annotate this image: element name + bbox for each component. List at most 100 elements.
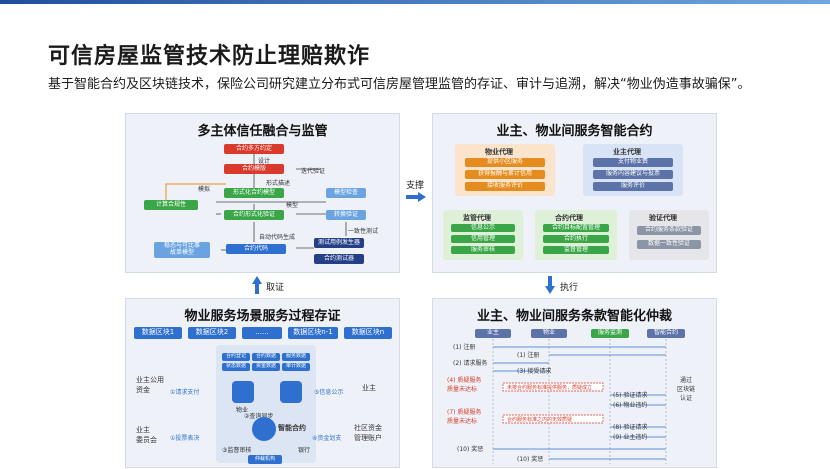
lane-property: 物业 <box>531 329 567 338</box>
box-convert-verify: 转换验证 <box>326 210 366 220</box>
note-2: 合约服务标准之内的无效质疑 <box>507 417 573 423</box>
step-3: (3) 接受请求 <box>517 368 552 375</box>
ca-item-1: 合约执行 <box>543 235 609 243</box>
support-arrow-icon <box>406 192 426 202</box>
supervise-agent-group: 监管代理 信息公示 信用管理 服务审核 <box>443 210 523 260</box>
lane-contract: 智能合约 <box>647 329 685 338</box>
pa-item-1: 获得报酬与累计信用 <box>465 170 545 179</box>
step-4: (4) 质疑服务 质量未达标 <box>447 377 482 393</box>
sync-label: ②查询同步 <box>244 413 274 420</box>
small-box-0: 合约登记 <box>222 353 250 361</box>
oa-item-0: 支付物业费 <box>593 158 673 167</box>
owner-agent-group: 业主代理 支付物业费 服务内容建议与投票 服务评价 <box>583 144 683 196</box>
verifier-box: 仲裁机构 <box>248 455 282 464</box>
lane-monitor: 服务监测 <box>591 329 629 338</box>
owner-committee-label: 业主 委员会 <box>136 426 157 444</box>
step-8: (8) 验证请求 <box>613 424 648 431</box>
page-subtitle: 基于智能合约及区块链技术，保险公司研究建立分布式可信房屋管理监管的存证、审计与追… <box>48 77 751 92</box>
label-model: 模型 <box>286 202 299 209</box>
smart-contract-node <box>252 417 276 441</box>
evidence-arrow-icon <box>252 276 262 294</box>
box-contract-template: 合约模版 <box>224 164 284 174</box>
ca-item-2: 监督管理 <box>543 246 609 254</box>
connector-support-label: 支撑 <box>406 181 425 191</box>
box-formal-verify: 合约形式化验证 <box>224 210 284 220</box>
panel-arbitration: 业主、物业间服务条款智能化仲裁 业主 物业 服务监测 智能合约 (1) 注册 (… <box>432 298 717 468</box>
step-6: (6) 物业违约 <box>613 402 648 409</box>
oa-item-2: 服务评价 <box>593 182 673 191</box>
label-formal-desc: 形式描述 <box>266 180 291 187</box>
ca-item-0: 合约目标配置管理 <box>543 224 609 232</box>
info-public-label: ⑤信息公示 <box>314 389 344 396</box>
owner-agent-label: 业主代理 <box>613 148 641 156</box>
label-auto-codegen: 自动代码生成 <box>259 234 296 241</box>
step-1: (1) 注册 <box>517 352 540 359</box>
block-3: 数据区块n-1 <box>288 327 338 339</box>
block-0: 数据区块1 <box>134 327 182 339</box>
block-1: 数据区块2 <box>188 327 236 339</box>
step-9: (9) 业主违约 <box>613 434 648 441</box>
small-box-3: 状态数据 <box>222 363 250 371</box>
box-tx-record: 稳态与可比事 故单模型 <box>154 242 210 258</box>
label-design: 设计 <box>258 158 271 165</box>
connector-evidence-label: 取证 <box>266 283 285 293</box>
contract-agent-group: 合约代理 合约目标配置管理 合约执行 监督管理 <box>535 210 617 260</box>
pa-item-0: 提供小区服务 <box>465 158 545 167</box>
small-box-4: 资金数据 <box>252 363 280 371</box>
label-iterative-verify: 迭代验证 <box>301 168 326 175</box>
property-agent-label: 物业代理 <box>485 148 513 156</box>
box-formal-contract-model: 形式化合约模型 <box>224 188 284 198</box>
va-item-0: 合约服务条款验证 <box>637 226 701 235</box>
step-5: (5) 验证请求 <box>613 392 648 399</box>
property-label: 物业 <box>236 407 249 414</box>
panel-evidence: 物业服务场景服务过程存证 数据区块1 数据区块2 ...... 数据区块n-1 … <box>125 298 400 468</box>
connector-execute-label: 执行 <box>560 283 579 293</box>
property-node <box>232 381 254 403</box>
panel-arbitration-title: 业主、物业间服务条款智能化仲裁 <box>476 309 672 324</box>
step-2: (2) 请求服务 <box>453 360 488 367</box>
panel-evidence-title: 物业服务场景服务过程存证 <box>184 309 341 324</box>
small-box-2: 服务数据 <box>282 353 310 361</box>
supervise-agent-label: 监管代理 <box>463 214 491 222</box>
fund-move-label: ④资金划支 <box>312 435 342 442</box>
execute-arrow-icon <box>545 276 555 294</box>
verify-agent-label: 验证代理 <box>649 214 677 222</box>
verify-agent-group: 验证代理 合约服务条款验证 数据一致性验证 <box>629 210 709 260</box>
label-consistency-test: 一致性测试 <box>348 228 379 235</box>
panel-smart-contract-title: 业主、物业间服务智能合约 <box>496 124 653 139</box>
panel-trust-fusion: 多主体信任融合与监管 合约多方约定 设计 合约模版 迭代验证 形式描述 模拟 形… <box>125 113 400 273</box>
panel-smart-contract: 业主、物业间服务智能合约 物业代理 提供小区服务 获得报酬与累计信用 接收服务评… <box>432 113 717 273</box>
small-box-1: 合约数据 <box>252 353 280 361</box>
vote-label: ①投票表决 <box>170 435 200 442</box>
page-title: 可信房屋监管技术防止理赔欺诈 <box>48 44 371 69</box>
oa-item-1: 服务内容建议与投票 <box>593 170 673 179</box>
panel-trust-fusion-arrows <box>165 154 347 251</box>
block-2: ...... <box>242 327 282 339</box>
approve-label: ③监督审核 <box>222 447 252 454</box>
side-note: 通过 区块链 认证 <box>677 377 696 402</box>
step-7: (7) 质疑服务 质量未达标 <box>447 409 482 425</box>
step-0: (1) 注册 <box>453 344 476 351</box>
verifier-node <box>280 381 302 403</box>
community-account-label: 社区资金 管理账户 <box>354 424 382 442</box>
property-agent-group: 物业代理 提供小区服务 获得报酬与累计信用 接收服务评价 <box>455 144 555 196</box>
owner-fund-label: 业主公用 资金 <box>136 376 164 394</box>
sa-item-1: 信用管理 <box>451 235 515 243</box>
request-pay-label: ①请求支付 <box>170 389 200 396</box>
block-4: 数据区块n <box>344 327 392 339</box>
step-10: (10) 奖惩 <box>457 446 484 453</box>
small-box-5: 审计数据 <box>282 363 310 371</box>
label-modeling: 模拟 <box>198 186 211 193</box>
box-contract-code: 合约代码 <box>226 244 286 254</box>
contract-agent-label: 合约代理 <box>555 214 583 222</box>
pa-item-2: 接收服务评价 <box>465 182 545 191</box>
bank-label: 银行 <box>298 447 311 454</box>
box-model-checker: 模型检查 <box>326 188 366 198</box>
box-contract-parties: 合约多方约定 <box>224 144 284 154</box>
panel-trust-fusion-title: 多主体信任融合与监管 <box>197 124 328 139</box>
owner-label: 业主 <box>362 384 376 392</box>
step-11: (10) 奖惩 <box>517 456 544 463</box>
box-test-case-gen: 测试用例发生器 <box>314 238 364 248</box>
note-1: 未按合约服务标准提供服务，质疑成立 <box>507 385 593 391</box>
va-item-1: 数据一致性验证 <box>637 240 701 249</box>
